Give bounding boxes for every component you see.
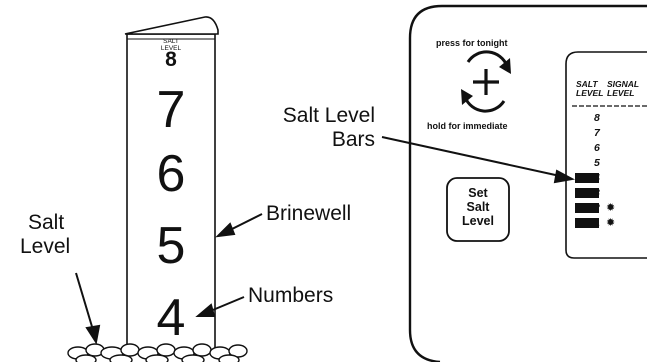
cap-salt-label-line2: LEVEL [160,45,182,52]
arrow-salt-level-bars [381,136,576,184]
level-number-7: 7 [594,127,600,139]
callout-salt-level-line2: Level [20,235,71,258]
level-number-5: 5 [594,157,600,169]
arrow-numbers [195,296,245,317]
column-signal-line1: SIGNAL [607,79,640,89]
callout-salt-level-line1: Salt [28,211,65,234]
salt-level-bar-2 [575,203,599,213]
salt-level-bar-3 [575,188,599,198]
column-salt-line2: LEVEL [576,88,604,98]
salt-level-bar-4 [575,173,599,183]
level-display-box [565,51,647,259]
level-number-8: 8 [594,112,600,124]
regen-icon [463,50,509,113]
cap-salt-label-line1: SALT [163,38,179,45]
set-button-line1: Set [468,186,488,200]
set-button-line3: Level [462,214,494,228]
cap-salt-label: SALT LEVEL [127,38,215,52]
regen-arrow-head-bottom [461,89,473,105]
column-salt-line1: SALT [576,79,598,89]
arrow-salt-level [75,272,101,345]
brinewell-cap [124,16,219,35]
callout-salt-level-bars: Salt Level Bars [240,104,375,152]
set-button-line2: Salt [466,200,490,214]
press-for-tonight-text: press for tonight [436,38,508,48]
brinewell-number-6: 6 [156,145,186,203]
plus-icon [473,69,499,95]
callout-salt-level: Salt Level [20,211,70,259]
sun-icon: ✹ [606,217,616,229]
level-number-6: 6 [594,142,600,154]
brinewell-number-7: 7 [156,81,186,139]
control-panel-frame [408,4,647,362]
regen-button[interactable] [462,58,510,106]
brinewell-tube [126,33,216,353]
callout-salt-level-bars-line1: Salt Level [282,104,375,127]
regen-arrow-head-top [499,58,511,74]
callout-brinewell: Brinewell [266,202,352,225]
salt-level-bar-1 [575,218,599,228]
brinewell-number-4: 4 [156,289,186,347]
callout-salt-level-bars-line2: Bars [331,128,375,151]
column-signal-line2: LEVEL [607,88,635,98]
column-header-salt: SALT LEVEL [576,80,603,98]
column-header-signal: SIGNAL LEVEL [607,80,639,98]
salt-pile [67,343,248,362]
cap-level-number: 8 [165,48,177,71]
arrow-brinewell [215,213,263,238]
sun-icon: ✹ [606,202,616,214]
brinewell-number-5: 5 [156,217,186,275]
set-salt-level-button-shape [446,177,510,242]
set-salt-level-button[interactable]: Set Salt Level [447,186,509,228]
callout-numbers: Numbers [248,284,334,307]
hold-for-immediate-text: hold for immediate [427,121,508,131]
